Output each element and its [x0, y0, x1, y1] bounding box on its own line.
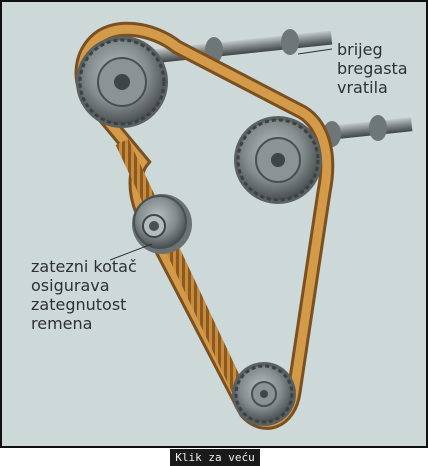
tensioner-label: zatezni kotač osigurava zategnutost reme… — [31, 257, 137, 333]
timing-belt-drawing — [74, 21, 413, 430]
caption-bar: Klik za veću — [170, 449, 260, 466]
tensioner-pulley — [132, 194, 192, 254]
crankshaft-pulley — [232, 362, 296, 426]
tensioner-label-line-4: remena — [31, 314, 93, 333]
camshaft-leader-line — [297, 48, 333, 55]
camshaft-label: brijeg bregasta vratila — [337, 40, 408, 97]
tensioner-label-line-3: zategnutost — [31, 295, 127, 314]
camshaft-pulley-right — [234, 116, 322, 204]
camshaft-label-line-3: vratila — [337, 78, 388, 97]
camshaft-label-line-2: bregasta — [337, 59, 408, 78]
tensioner-label-line-2: osigurava — [31, 276, 110, 295]
tensioner-label-line-1: zatezni kotač — [31, 257, 137, 276]
enlarge-link[interactable]: Klik za veću — [175, 451, 255, 464]
camshaft-label-line-1: brijeg — [337, 40, 383, 59]
tensioner-leader-line — [109, 243, 153, 261]
timing-belt-illustration[interactable]: brijeg bregasta vratila zatezni kotač os… — [2, 2, 426, 446]
image-frame: brijeg bregasta vratila zatezni kotač os… — [0, 0, 428, 448]
camshaft-pulley-left — [76, 36, 168, 128]
